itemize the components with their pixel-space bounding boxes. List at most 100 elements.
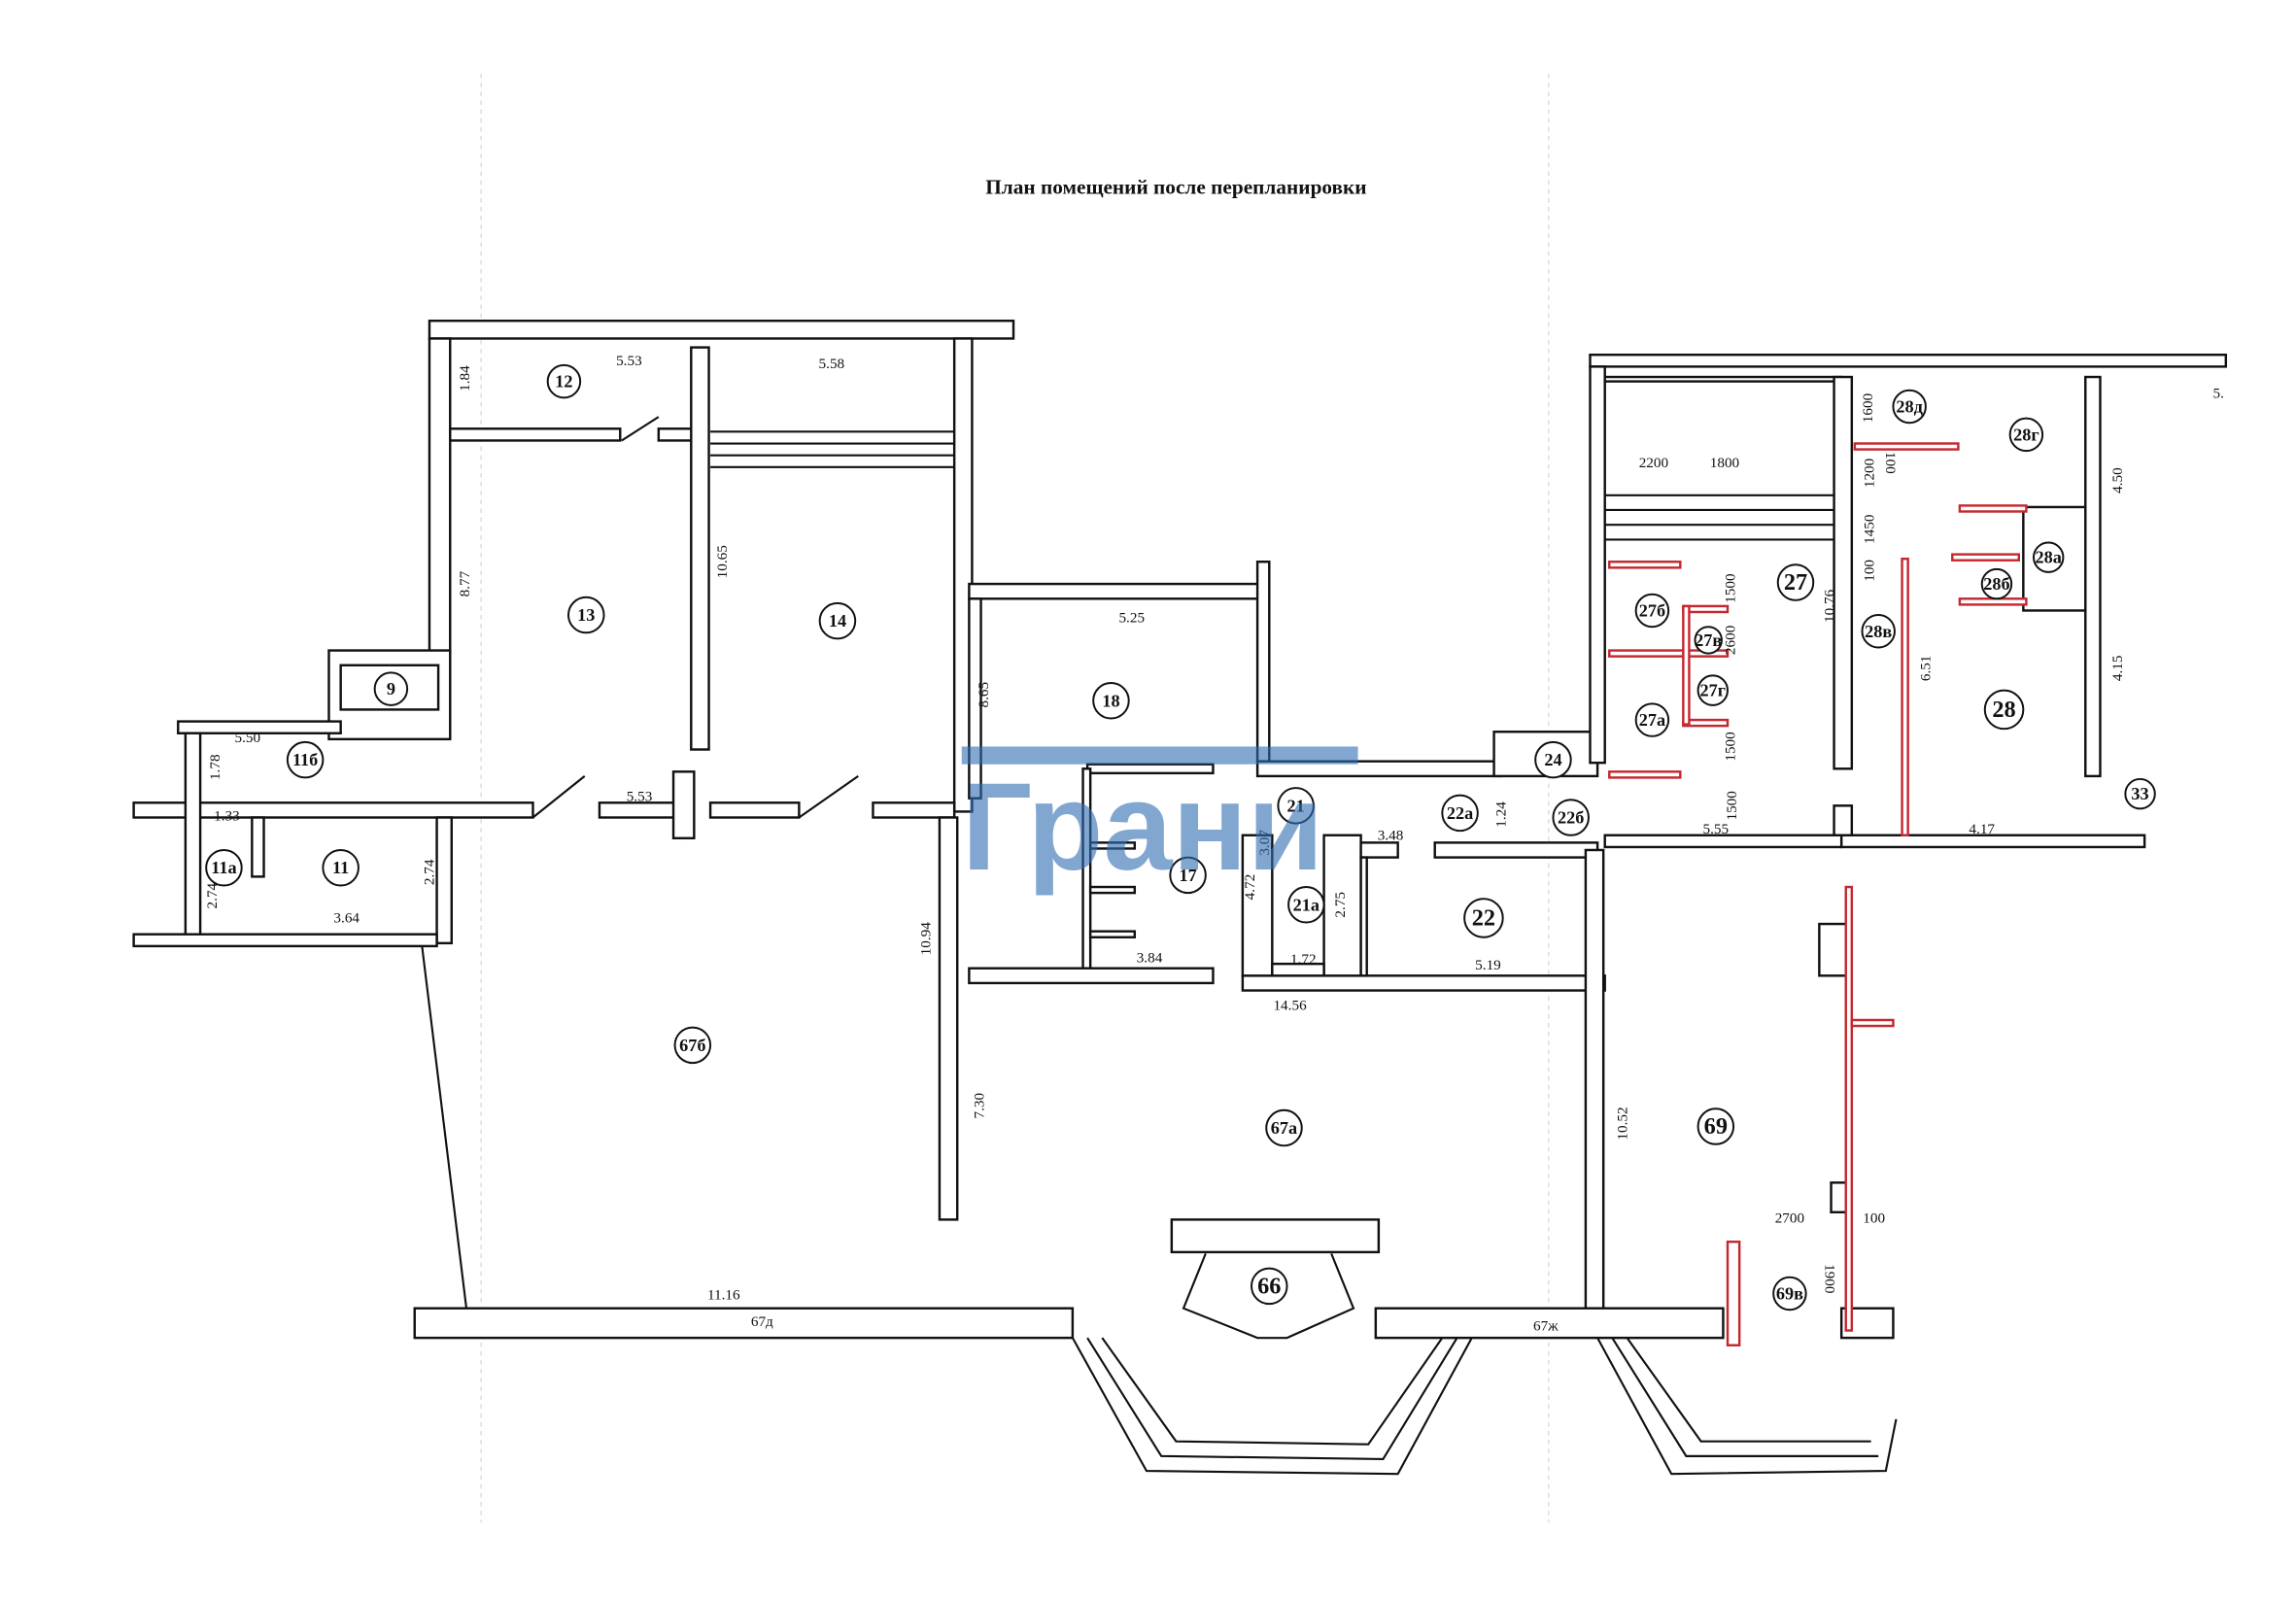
svg-text:9: 9 xyxy=(387,679,395,698)
svg-text:14: 14 xyxy=(829,611,846,630)
room-27g: 27г xyxy=(1696,674,1729,706)
room-22a: 22а xyxy=(1441,794,1479,833)
dimension: 6.51 xyxy=(1917,656,1934,682)
svg-text:12: 12 xyxy=(555,372,572,392)
svg-text:22: 22 xyxy=(1472,904,1495,931)
room-11: 11 xyxy=(322,848,360,887)
svg-text:27в: 27в xyxy=(1695,630,1722,650)
room-69v: 69в xyxy=(1772,1276,1807,1311)
room-27a: 27а xyxy=(1634,702,1670,737)
svg-text:27б: 27б xyxy=(1639,600,1665,620)
svg-text:22а: 22а xyxy=(1447,803,1473,823)
dimension: 4.15 xyxy=(2109,656,2126,682)
walls xyxy=(132,319,2228,1476)
svg-text:27а: 27а xyxy=(1639,710,1665,730)
dimension: 3.84 xyxy=(1137,950,1163,967)
dimension: 5.53 xyxy=(627,789,653,805)
svg-text:21а: 21а xyxy=(1293,895,1319,914)
dimension: 11.16 xyxy=(707,1287,740,1304)
room-28: 28 xyxy=(1983,689,2025,731)
room-69: 69 xyxy=(1696,1107,1735,1145)
svg-text:66: 66 xyxy=(1257,1273,1281,1299)
svg-text:17: 17 xyxy=(1179,866,1196,885)
dimension: 10.94 xyxy=(918,922,935,956)
dimension: 1500 xyxy=(1723,732,1739,762)
dimension: 4.72 xyxy=(1242,874,1258,901)
dimension: 1.33 xyxy=(214,807,240,824)
room-17: 17 xyxy=(1169,856,1207,895)
svg-text:33: 33 xyxy=(2131,784,2148,803)
dimension: 3.48 xyxy=(1378,827,1404,843)
dimension: 5.53 xyxy=(616,353,642,369)
room-11b: 11б xyxy=(286,740,325,779)
dimension: 1.72 xyxy=(1290,951,1317,968)
svg-text:22б: 22б xyxy=(1558,807,1584,827)
room-67b: 67б xyxy=(673,1026,712,1065)
room-21: 21 xyxy=(1277,787,1315,825)
dimension: 1200 xyxy=(1862,458,1878,488)
dimension: 1600 xyxy=(1860,392,1876,423)
room-28d: 28д xyxy=(1892,389,1927,425)
new-partitions xyxy=(1608,442,2028,1346)
svg-text:21: 21 xyxy=(1287,796,1305,815)
room-27v: 27в xyxy=(1694,626,1723,655)
dimension: 5.55 xyxy=(1703,821,1730,837)
dimension: 3.64 xyxy=(333,909,360,926)
svg-text:28б: 28б xyxy=(1983,574,2009,594)
dimension: 1800 xyxy=(1710,455,1740,471)
room-21a: 21а xyxy=(1287,886,1325,924)
dimension: 8.77 xyxy=(457,570,473,596)
svg-text:11: 11 xyxy=(332,858,349,877)
dimension: 5.25 xyxy=(1118,610,1145,627)
dimension: 67д xyxy=(751,1313,773,1330)
svg-text:28г: 28г xyxy=(2013,425,2039,444)
room-9: 9 xyxy=(373,671,409,706)
svg-text:11а: 11а xyxy=(211,858,236,877)
dimension: 5. xyxy=(2213,385,2224,401)
svg-text:67б: 67б xyxy=(679,1036,705,1055)
svg-text:24: 24 xyxy=(1544,750,1561,769)
dimension: 1.78 xyxy=(207,754,223,780)
svg-text:Грани: Грани xyxy=(962,758,1324,897)
room-27b: 27б xyxy=(1634,593,1670,629)
dimension: 10.52 xyxy=(1614,1107,1630,1140)
svg-text:11б: 11б xyxy=(292,750,318,769)
dimension: 4.50 xyxy=(2109,467,2126,494)
svg-text:28: 28 xyxy=(1992,697,2015,723)
dimension: 2.75 xyxy=(1332,892,1349,918)
dimension: 3.07 xyxy=(1256,830,1273,856)
svg-text:18: 18 xyxy=(1102,691,1119,710)
room-22b: 22б xyxy=(1552,799,1590,836)
room-33: 33 xyxy=(2124,777,2156,810)
room-labels: 12 13 14 9 11б 11 11а 67б 18 17 21 21а 2… xyxy=(205,363,2156,1311)
room-28a: 28а xyxy=(2033,541,2065,573)
room-66: 66 xyxy=(1251,1267,1288,1306)
watermark-logo: Грани xyxy=(961,746,1358,897)
room-13: 13 xyxy=(567,596,605,634)
dimension: 2200 xyxy=(1639,455,1669,471)
dimension: 2600 xyxy=(1723,625,1739,655)
svg-text:28а: 28а xyxy=(2036,548,2062,567)
room-24: 24 xyxy=(1534,740,1572,779)
dimension: 5.50 xyxy=(234,730,260,746)
dimension: 1.84 xyxy=(457,365,473,392)
room-11a: 11а xyxy=(205,848,243,887)
room-12: 12 xyxy=(546,363,582,399)
room-27: 27 xyxy=(1776,563,1815,601)
plan-title: План помещений после перепланировки xyxy=(985,175,1366,198)
dimension: 100 xyxy=(1862,560,1878,582)
dimension: 10.65 xyxy=(714,545,731,578)
dimension: 4.17 xyxy=(1969,821,1995,837)
room-18: 18 xyxy=(1092,682,1130,720)
dimension-labels: 5.53 5.58 1.84 8.77 10.65 5.25 8.65 5.50… xyxy=(204,353,2224,1335)
dimension: 1.24 xyxy=(1493,801,1510,828)
svg-text:28в: 28в xyxy=(1865,622,1892,641)
room-28g: 28г xyxy=(2008,417,2044,453)
svg-text:13: 13 xyxy=(577,605,595,625)
dimension: 1900 xyxy=(1822,1264,1838,1294)
dimension: 1500 xyxy=(1724,791,1740,821)
room-28v: 28в xyxy=(1861,614,1896,649)
svg-text:28д: 28д xyxy=(1896,396,1923,416)
dimension: 1450 xyxy=(1862,514,1878,544)
